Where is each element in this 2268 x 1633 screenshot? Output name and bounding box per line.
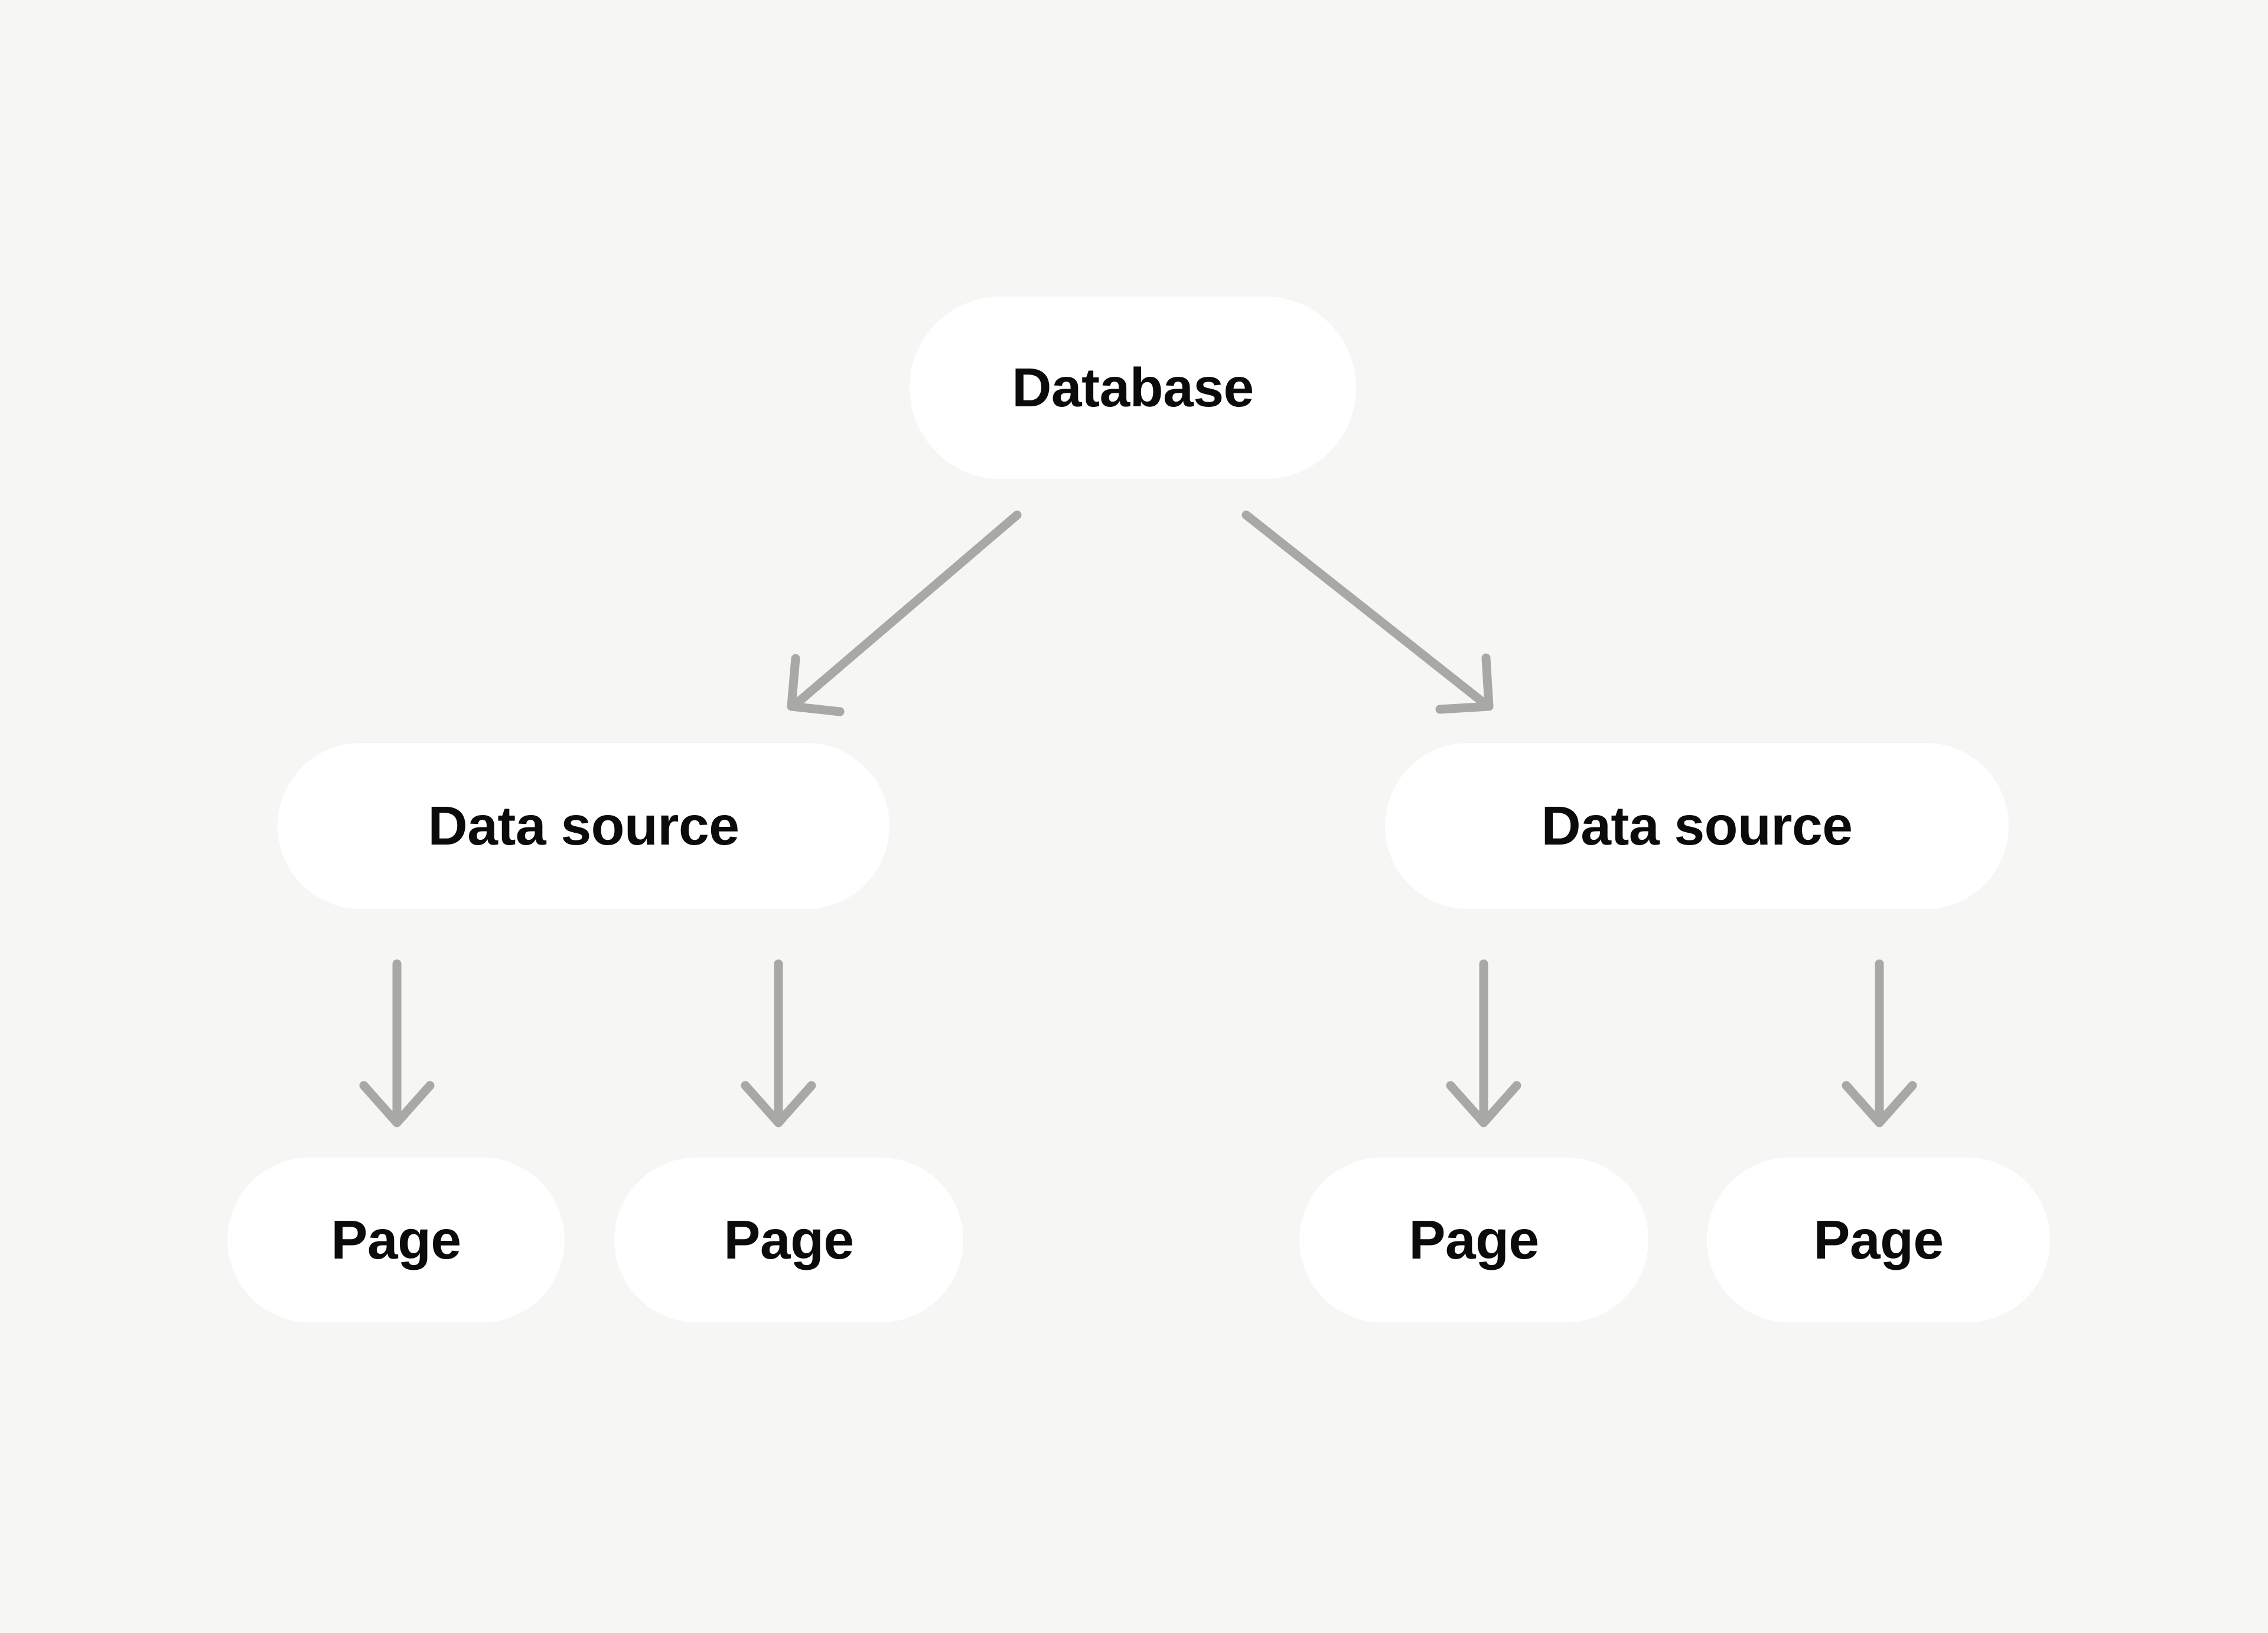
node-datasource-2[interactable]: Data source <box>1385 743 2009 909</box>
node-datasource-2-label: Data source <box>1541 795 1853 856</box>
node-page-2[interactable]: Page <box>614 1158 963 1322</box>
edge-datasource-1-to-page-2 <box>741 959 816 1127</box>
edge-database-to-datasource-1 <box>787 510 1022 716</box>
node-page-3-label: Page <box>1409 1209 1539 1270</box>
node-page-3[interactable]: Page <box>1299 1158 1648 1322</box>
edge-datasource-2-to-page-4 <box>1842 959 1917 1127</box>
node-page-1[interactable]: Page <box>227 1158 565 1322</box>
node-page-4-label: Page <box>1813 1209 1944 1270</box>
node-datasource-1-label: Data source <box>428 795 739 856</box>
edge-datasource-2-to-page-3 <box>1446 959 1521 1127</box>
node-page-1-label: Page <box>331 1209 461 1270</box>
node-database-label: Database <box>1012 357 1254 418</box>
edge-database-to-datasource-2 <box>1241 510 1494 714</box>
node-page-2-label: Page <box>724 1209 854 1270</box>
edge-datasource-1-to-page-1 <box>359 959 435 1127</box>
node-page-4[interactable]: Page <box>1707 1158 2050 1322</box>
node-datasource-1[interactable]: Data source <box>278 743 889 909</box>
node-database[interactable]: Database <box>910 296 1356 479</box>
